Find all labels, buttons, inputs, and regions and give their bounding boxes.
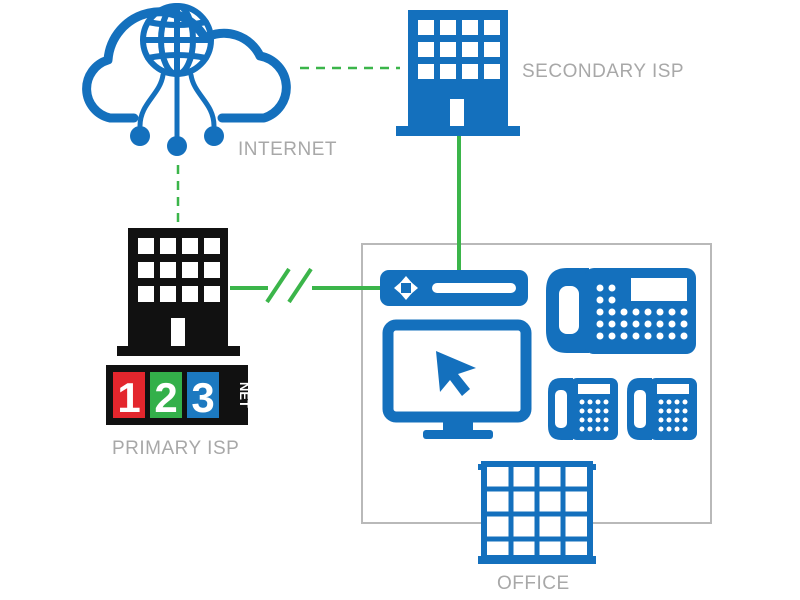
logo-digit-1-background — [113, 372, 145, 418]
primary-isp-building-icon — [117, 228, 240, 356]
secondary-isp-label: SECONDARY ISP — [522, 61, 685, 82]
secondary-isp-building-icon — [396, 10, 520, 136]
internet-label: INTERNET — [238, 139, 337, 160]
office-label: OFFICE — [497, 573, 570, 594]
desk-phone-icon — [627, 378, 697, 440]
cursor-arrow-icon — [436, 351, 476, 396]
monitor-icon — [382, 319, 532, 439]
router-icon — [380, 270, 528, 306]
logo-digit-3: 3 — [191, 374, 214, 421]
123net-logo: 1 2 3 NET — [106, 365, 252, 425]
logo-digit-1: 1 — [117, 374, 140, 421]
office-building-icon — [478, 461, 596, 564]
desk-phone-icon — [548, 378, 618, 440]
primary-isp-label: PRIMARY ISP — [112, 438, 240, 459]
desk-phone-icon — [546, 268, 696, 354]
link-break-marker — [265, 267, 313, 304]
logo-digit-2-background — [150, 372, 182, 418]
logo-digit-3-background — [187, 372, 219, 418]
logo-suffix: NET — [237, 382, 252, 408]
cloud-globe-icon — [82, 3, 291, 156]
logo-digit-2: 2 — [154, 374, 177, 421]
